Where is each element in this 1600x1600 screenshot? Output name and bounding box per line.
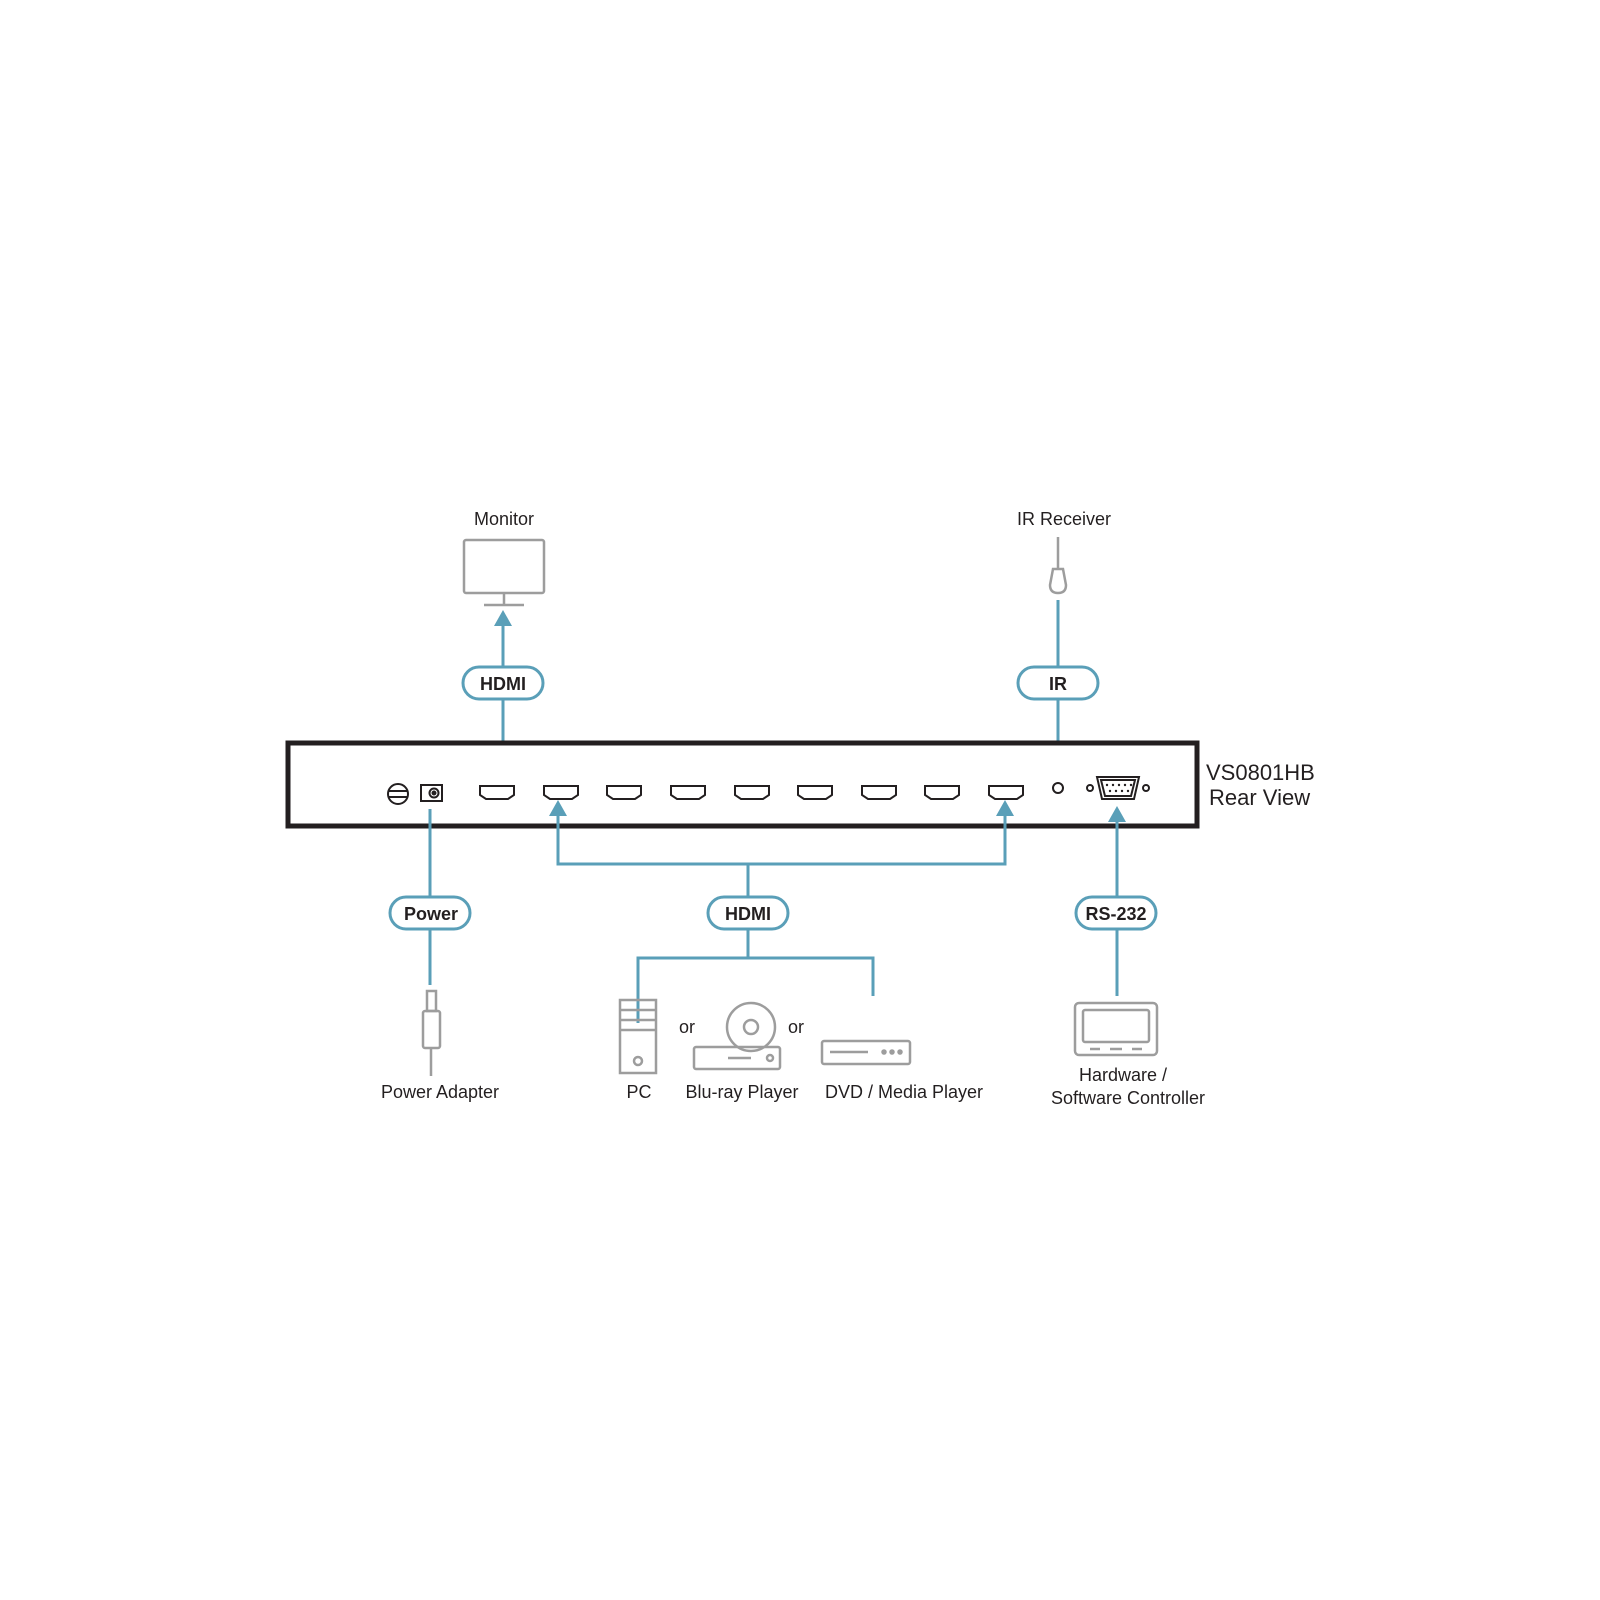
controller-label-line1: Hardware / — [1079, 1065, 1167, 1085]
pc-label: PC — [626, 1082, 651, 1102]
hdmi-port-icon — [988, 785, 1024, 800]
power-pill: Power — [388, 895, 472, 931]
ir-pill-text: IR — [1049, 674, 1067, 694]
ir-port-icon — [1052, 782, 1064, 794]
ir-receiver-label: IR Receiver — [1017, 509, 1111, 529]
hdmi-ports — [479, 785, 1024, 800]
hdmi-input-arrow-1 — [549, 800, 567, 816]
monitor-label: Monitor — [474, 509, 534, 529]
dvd-label: DVD / Media Player — [825, 1082, 983, 1102]
rs232-arrow — [1108, 806, 1126, 822]
power-plug-icon — [421, 989, 442, 1076]
hdmi-port-icon — [479, 785, 515, 800]
view-name: Rear View — [1209, 785, 1310, 810]
bluray-player-icon — [692, 1001, 782, 1071]
ir-pill: IR — [1016, 665, 1100, 701]
ir-receiver-icon — [1048, 537, 1068, 595]
monitor-icon — [462, 538, 546, 607]
or-label-1: or — [679, 1017, 695, 1037]
hdmi-output-pill: HDMI — [461, 665, 545, 701]
rs232-pill: RS-232 — [1074, 895, 1158, 931]
hdmi-port-icon — [861, 785, 897, 800]
power-jack-icon — [420, 784, 443, 802]
power-adapter-label: Power Adapter — [381, 1082, 499, 1102]
hdmi-port-icon — [734, 785, 770, 800]
hdmi-port-icon — [797, 785, 833, 800]
hdmi-input-pill-text: HDMI — [725, 904, 771, 924]
model-name: VS0801HB — [1206, 760, 1315, 785]
controller-icon — [1073, 1001, 1159, 1057]
hdmi-input-arrow-8 — [996, 800, 1014, 816]
power-pill-text: Power — [404, 904, 458, 924]
dvd-player-icon — [820, 1039, 912, 1066]
hdmi-port-icon — [606, 785, 642, 800]
rs232-pill-text: RS-232 — [1085, 904, 1146, 924]
controller-label-line2: Software Controller — [1051, 1088, 1205, 1108]
ground-terminal-icon — [387, 783, 409, 805]
or-label-2: or — [788, 1017, 804, 1037]
hdmi-port-icon — [543, 785, 579, 800]
bluray-label: Blu-ray Player — [685, 1082, 798, 1102]
rs232-port-icon — [1086, 776, 1150, 800]
pc-tower-icon — [618, 998, 658, 1075]
hdmi-port-icon — [924, 785, 960, 800]
hdmi-port-icon — [670, 785, 706, 800]
hdmi-output-pill-text: HDMI — [480, 674, 526, 694]
hdmi-input-pill: HDMI — [706, 895, 790, 931]
